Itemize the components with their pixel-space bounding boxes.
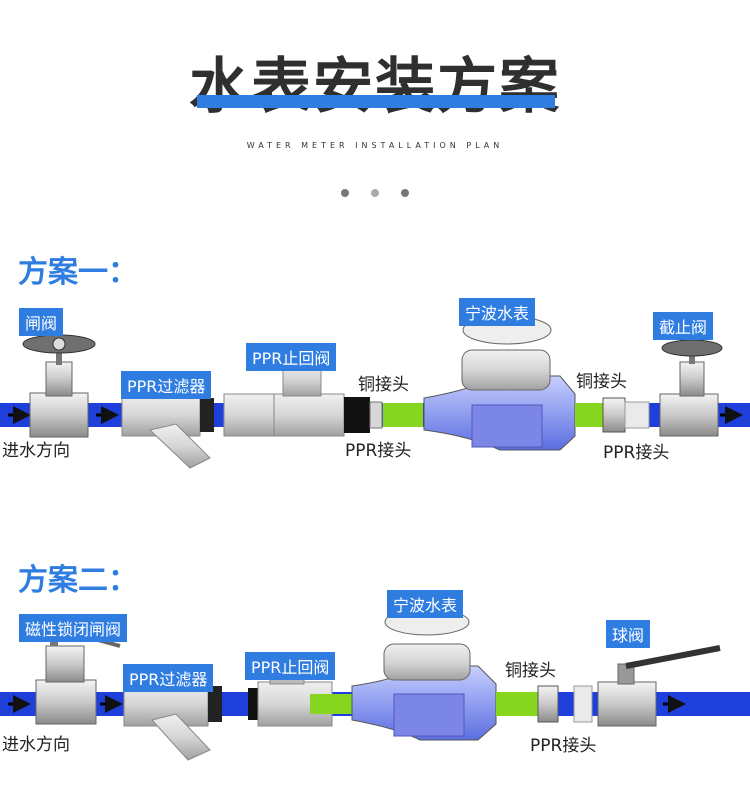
label-gate-valve: 闸阀 bbox=[19, 308, 64, 336]
label-flow-direction: 进水方向 bbox=[2, 441, 70, 461]
copper-joint-left-icon bbox=[369, 401, 423, 429]
ball-valve-icon bbox=[597, 645, 721, 727]
stop-valve-icon bbox=[659, 339, 723, 437]
plan2-heading: 方案二： bbox=[18, 563, 138, 598]
water-meter-icon bbox=[423, 315, 576, 451]
label-ppr-joint-left: PPR接头 bbox=[345, 441, 412, 461]
label-water-meter: 宁波水表 bbox=[459, 298, 536, 326]
label-copper-joint-left: 铜接头 bbox=[358, 375, 409, 395]
plan1-heading: 方案一： bbox=[18, 255, 138, 290]
label-copper-joint: 铜接头 bbox=[505, 661, 556, 681]
label-magnetic-gate-valve: 磁性锁闭闸阀 bbox=[19, 614, 128, 642]
label-ball-valve: 球阀 bbox=[606, 620, 651, 648]
ppr-check-valve-icon bbox=[223, 361, 370, 437]
label-flow-direction: 进水方向 bbox=[2, 735, 70, 755]
label-ppr-joint: PPR接头 bbox=[530, 736, 597, 756]
ppr-filter-icon bbox=[123, 681, 222, 761]
title-underline bbox=[197, 95, 555, 108]
label-copper-joint-right: 铜接头 bbox=[576, 372, 627, 392]
ppr-check-valve-icon bbox=[248, 669, 352, 727]
label-water-meter: 宁波水表 bbox=[387, 590, 464, 618]
copper-joint-icon bbox=[496, 685, 593, 723]
ppr-filter-icon bbox=[121, 393, 214, 469]
label-stop-valve: 截止阀 bbox=[653, 312, 714, 340]
decor-dot bbox=[341, 189, 349, 197]
magnetic-gate-valve-icon bbox=[35, 626, 121, 725]
copper-joint-right-icon bbox=[575, 397, 650, 433]
plan1-diagram bbox=[0, 315, 750, 469]
decor-dot bbox=[401, 189, 409, 197]
label-ppr-check-valve: PPR止回阀 bbox=[245, 652, 336, 680]
decor-dot bbox=[371, 189, 379, 197]
page-title: 水表安装方案 bbox=[189, 52, 561, 122]
water-meter-icon bbox=[351, 608, 497, 741]
page-subtitle: WATER METER INSTALLATION PLAN bbox=[246, 141, 504, 150]
label-ppr-joint-right: PPR接头 bbox=[603, 443, 670, 463]
label-ppr-filter: PPR过滤器 bbox=[123, 664, 214, 692]
gate-valve-icon bbox=[22, 334, 96, 438]
plan2-diagram bbox=[0, 608, 750, 761]
label-ppr-check-valve: PPR止回阀 bbox=[246, 343, 337, 371]
label-ppr-filter: PPR过滤器 bbox=[121, 371, 212, 399]
